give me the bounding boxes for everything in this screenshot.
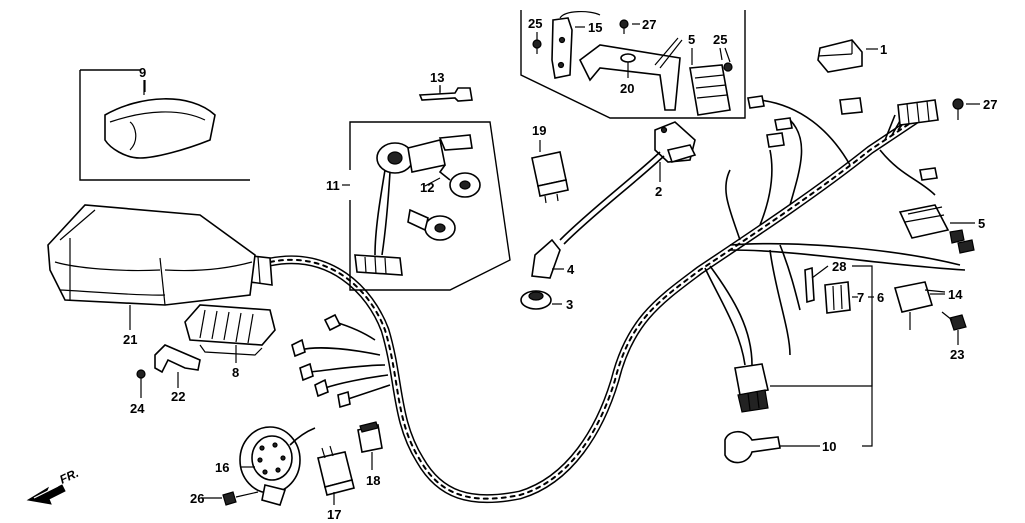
label-part-11: 11 [326, 178, 340, 193]
bracket-assembly-box [520, 10, 746, 119]
label-part-10: 10 [822, 439, 836, 454]
cap-1 [817, 39, 863, 73]
fuse-box-cover [47, 204, 256, 306]
fuse-block [184, 304, 276, 356]
label-part-5-top: 5 [688, 32, 695, 47]
label-part-27-right: 27 [983, 97, 997, 112]
relay-19 [531, 151, 569, 204]
label-part-21: 21 [123, 332, 137, 347]
bolt-23 [941, 311, 967, 331]
label-part-4: 4 [567, 262, 575, 277]
label-part-8: 8 [232, 365, 239, 380]
label-part-16: 16 [215, 460, 229, 475]
bolt-26 [222, 491, 259, 506]
relay-17 [317, 445, 355, 496]
label-part-26: 26 [190, 491, 204, 506]
harness-bottom-connector [734, 363, 769, 413]
front-label: FR. [57, 466, 80, 487]
wire-terminals [291, 313, 351, 409]
upper-right-connector [747, 95, 939, 181]
label-part-15: 15 [588, 20, 602, 35]
connector-18 [357, 421, 383, 453]
label-part-1: 1 [880, 42, 887, 57]
label-part-17: 17 [327, 507, 341, 522]
arrow-left-down-icon [26, 484, 66, 505]
label-part-12: 12 [420, 180, 434, 195]
fuse-bracket [154, 344, 201, 374]
label-part-3: 3 [566, 297, 573, 312]
front-direction-indicator: FR. [26, 466, 81, 505]
pin-28 [804, 266, 815, 304]
clamp-band [724, 430, 781, 464]
ignition-switch-box [342, 85, 511, 291]
label-part-5-right: 5 [978, 216, 985, 231]
seat-cover-box [79, 69, 250, 181]
connector-7 [824, 281, 851, 314]
regulator-5-right [898, 204, 975, 254]
switch-with-cable [559, 121, 697, 245]
label-part-9: 9 [139, 65, 146, 80]
label-part-24: 24 [130, 401, 145, 416]
label-part-18: 18 [366, 473, 380, 488]
rubber-boot [531, 238, 561, 279]
label-part-28: 28 [832, 259, 846, 274]
horn [239, 426, 316, 506]
screw-24 [136, 369, 146, 388]
label-part-25-left: 25 [528, 16, 542, 31]
leader-lines [129, 23, 980, 505]
label-part-7: 7 [857, 290, 864, 305]
label-part-19: 19 [532, 123, 546, 138]
label-part-23: 23 [950, 347, 964, 362]
unit-14 [893, 281, 946, 330]
label-part-25-right: 25 [713, 32, 727, 47]
label-part-6: 6 [877, 290, 884, 305]
label-part-27-top: 27 [642, 17, 656, 32]
part-number-labels: 1 2 3 4 5 5 6 7 8 9 10 11 12 13 14 15 16… [123, 16, 997, 522]
label-part-14: 14 [948, 287, 963, 302]
label-part-20: 20 [620, 81, 634, 96]
label-part-13: 13 [430, 70, 444, 85]
label-part-2: 2 [655, 184, 662, 199]
label-part-22: 22 [171, 389, 185, 404]
bolt-27-right [952, 98, 964, 120]
grommet [520, 290, 552, 310]
